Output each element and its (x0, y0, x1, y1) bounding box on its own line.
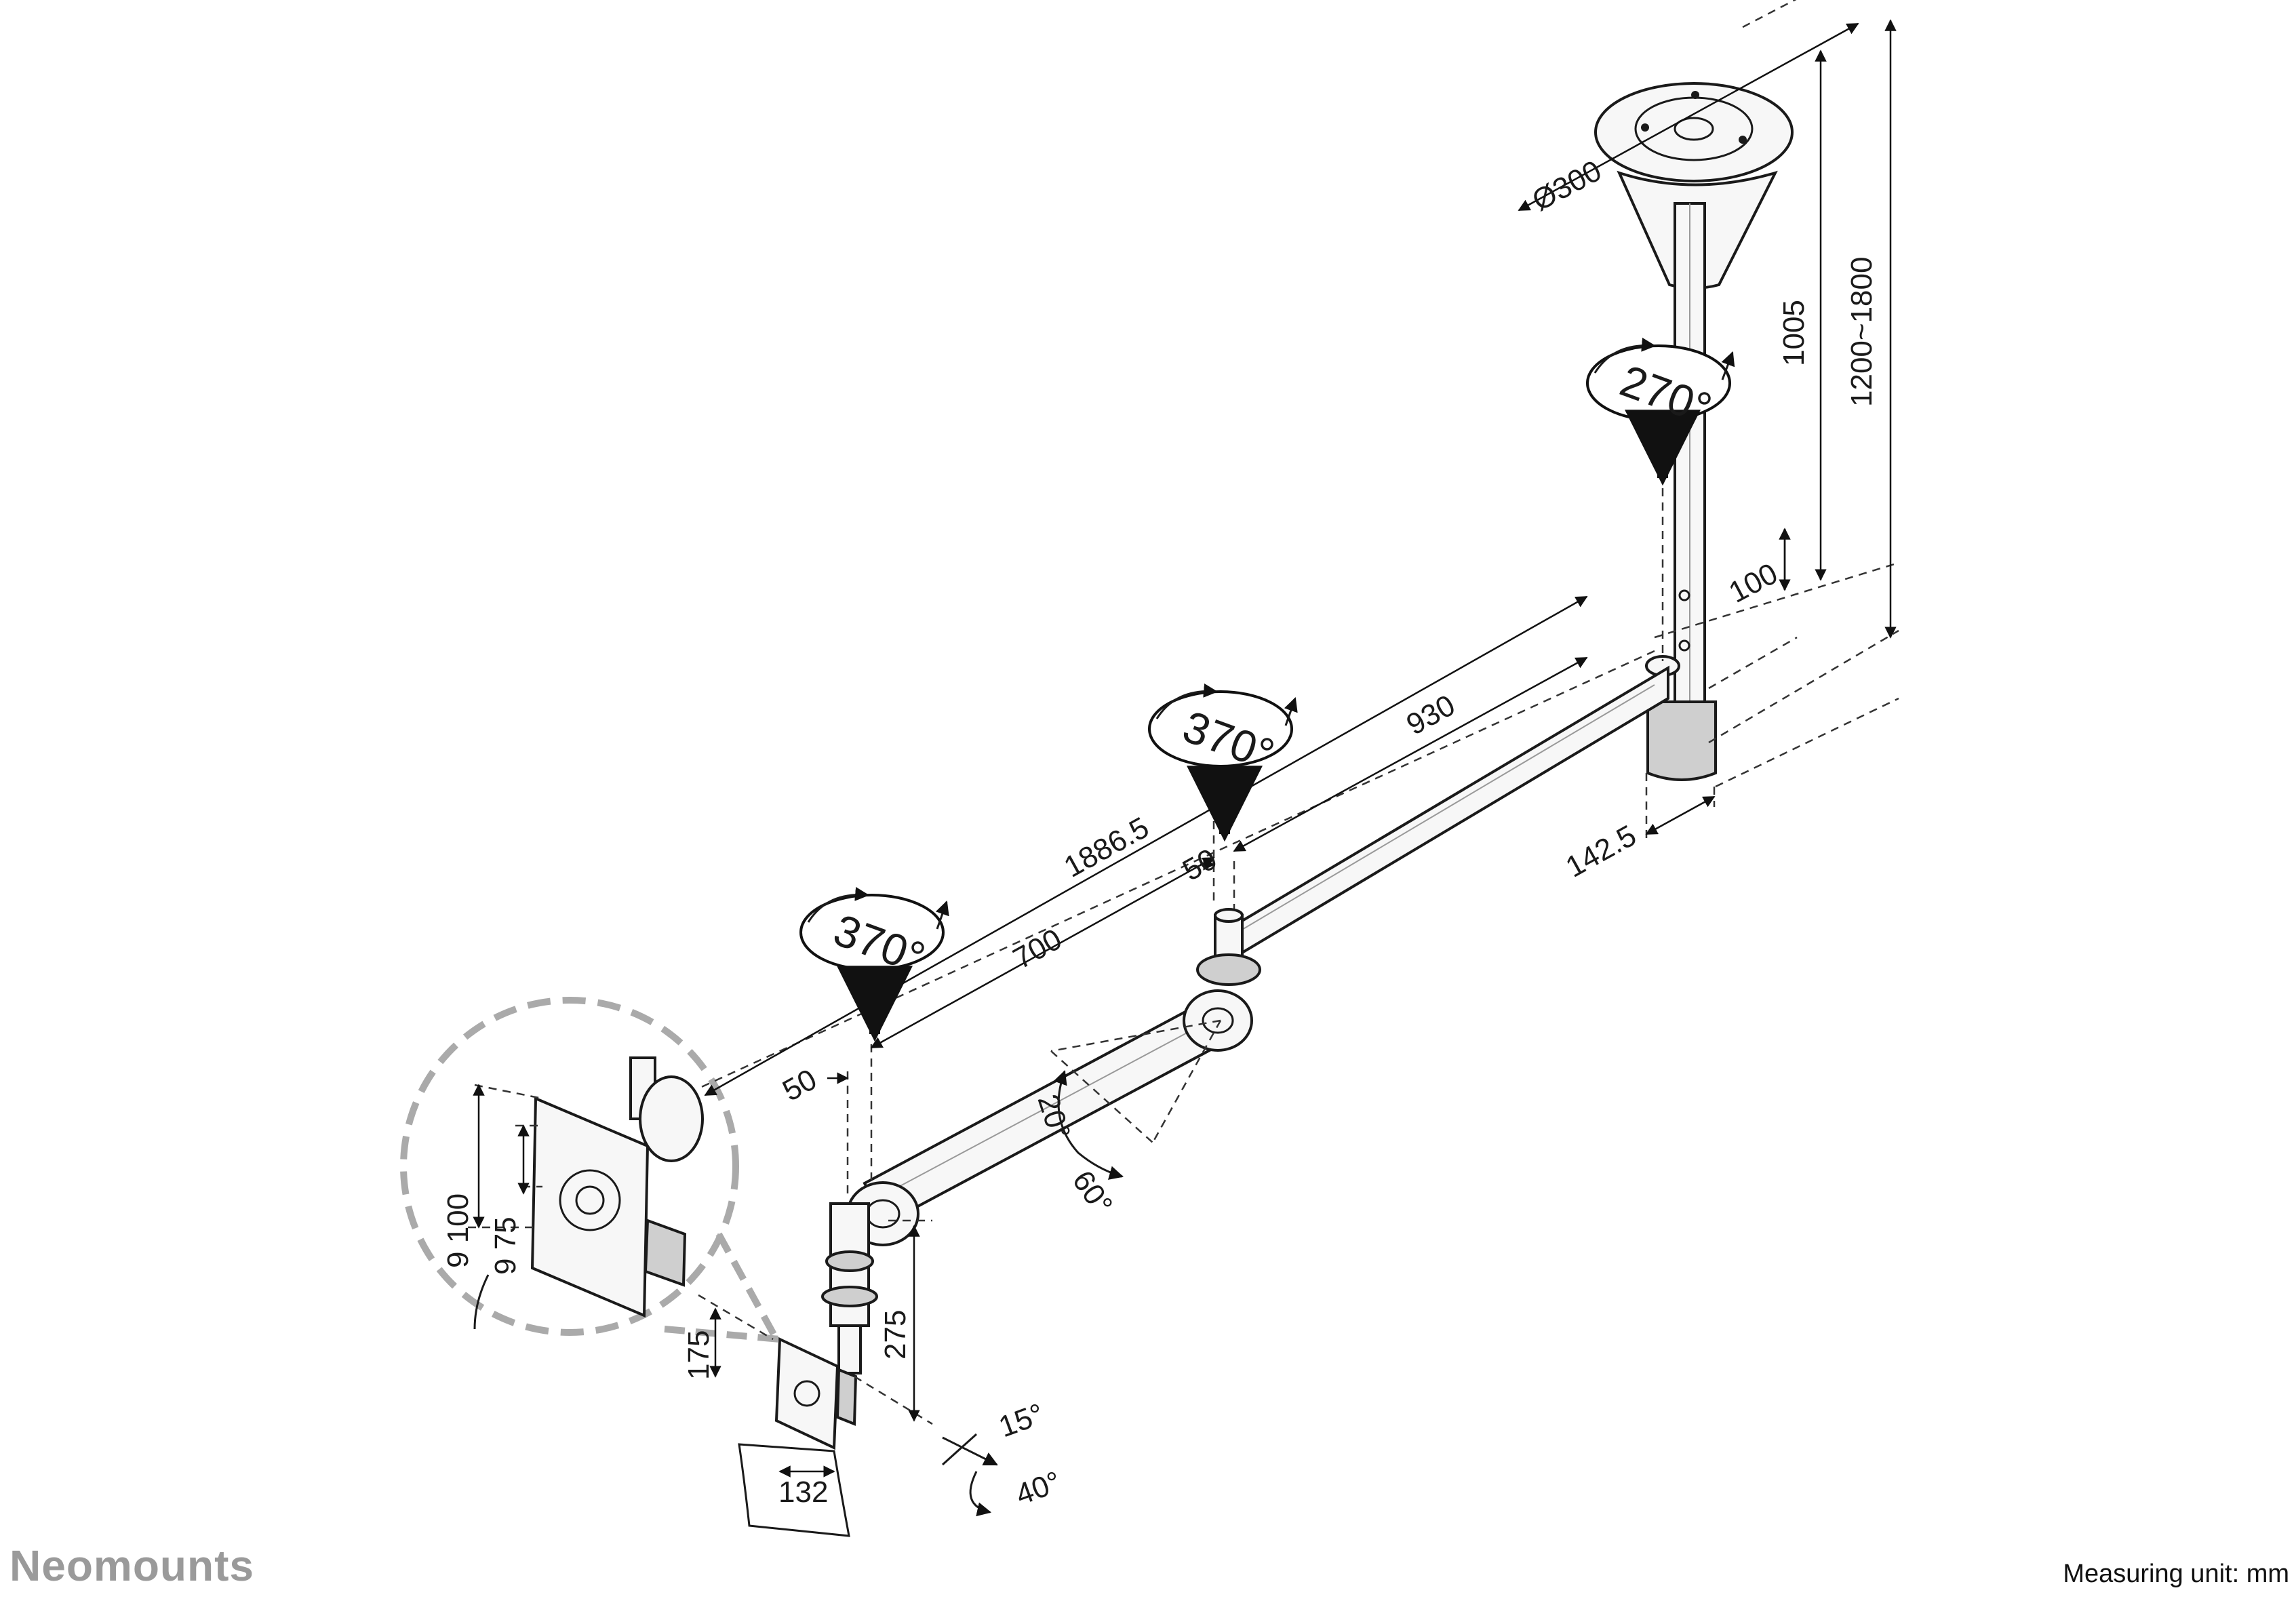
dim-drop: 275 (879, 1310, 912, 1360)
rotation-badge-lower (799, 886, 949, 1042)
pole-sleeve (1645, 655, 1717, 781)
tilt-arc (1053, 1070, 1124, 1180)
dim-height-range: 1200~1800 (1845, 257, 1878, 407)
rotation-badge-top (1586, 337, 1735, 486)
dim-plate-width: 132 (778, 1476, 828, 1509)
lower-column (821, 1202, 878, 1374)
dim-pole-lower: 1005 (1777, 300, 1810, 366)
brand-logo: Neomounts (9, 1541, 254, 1590)
dim-joint-offset-1: 50 (777, 1063, 823, 1108)
monitor-outline (738, 1443, 850, 1537)
detail-circle (400, 997, 780, 1343)
ceiling-pole (1674, 202, 1706, 720)
dim-pole-step: 100 (1724, 557, 1783, 610)
vesa-plate (774, 1337, 858, 1450)
dim-joint-offset-2: 50 (1177, 842, 1223, 888)
head-tilt-indicator (941, 1433, 998, 1517)
measuring-unit-note: Measuring unit: mm (2063, 1560, 2289, 1588)
dim-offset-top: 142.5 (1560, 819, 1642, 884)
dim-detail-100: 9 100 (441, 1193, 475, 1268)
dim-detail-75: 9 75 (489, 1216, 522, 1275)
dim-total-arm: 1886.5 (1058, 811, 1154, 884)
dim-mount-drop: 175 (682, 1330, 715, 1380)
head-tilt-up-label: 15° (995, 1398, 1048, 1444)
rotation-badge-middle (1148, 683, 1298, 842)
dim-base-diameter: Ø300 (1527, 154, 1607, 218)
head-tilt-down-label: 40° (1012, 1465, 1065, 1512)
